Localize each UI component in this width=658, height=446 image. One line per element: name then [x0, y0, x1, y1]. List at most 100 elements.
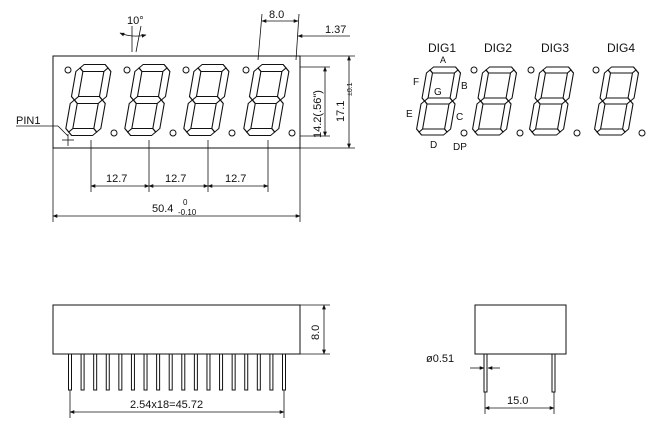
side-pin-group	[68, 353, 286, 391]
segment-a	[138, 63, 168, 73]
decimal-point	[110, 129, 118, 137]
side-pin	[130, 353, 135, 391]
segment-g	[132, 95, 163, 105]
segment-f	[248, 67, 262, 101]
front-view: PIN1 10° 8.0 1.37 14.2(.56") 17.1 ±0.1	[16, 9, 355, 222]
side-view: 8.0 2.54x18=45.72	[52, 304, 330, 418]
segment-c	[93, 99, 106, 133]
legend-decimal-point	[516, 129, 524, 137]
end-pin-left	[483, 353, 488, 393]
segment-a	[257, 63, 287, 73]
segment-a	[429, 66, 459, 74]
digit-legend-4	[594, 66, 640, 136]
segment-b	[157, 67, 171, 101]
segment-width-label: 1.37	[325, 24, 346, 36]
segment-e	[124, 99, 137, 133]
display-body-outline	[52, 55, 301, 149]
segment-f	[129, 67, 143, 101]
segment-a	[79, 63, 109, 73]
segment-a	[607, 66, 637, 74]
legend-colon-dot	[527, 66, 535, 74]
digit-3	[183, 63, 230, 137]
segment-b	[276, 67, 290, 101]
segment-e	[243, 99, 256, 133]
digit-1	[65, 63, 112, 137]
segment-d	[596, 128, 626, 136]
segment-e	[65, 99, 78, 133]
legend-digit-group	[416, 66, 646, 137]
segment-c	[211, 99, 224, 133]
colon-dot	[123, 66, 131, 74]
digit-width-label: 8.0	[269, 9, 284, 21]
segment-c	[271, 99, 284, 133]
decimal-point	[169, 129, 177, 137]
legend-colon-dot	[470, 66, 478, 74]
segment-e	[416, 100, 428, 133]
segment-f	[534, 69, 547, 102]
side-pin	[219, 353, 224, 391]
side-pin	[256, 353, 261, 391]
side-pin	[80, 353, 85, 391]
segment-f	[70, 67, 84, 101]
segment-label-a: A	[440, 55, 446, 65]
side-pin	[118, 353, 123, 391]
angle-label: 10°	[127, 15, 144, 27]
segment-f	[599, 69, 612, 102]
segment-e	[472, 100, 484, 133]
side-pin	[244, 353, 249, 391]
segment-c	[622, 100, 634, 133]
segment-g	[601, 97, 632, 105]
colon-dot	[182, 66, 190, 74]
side-pin	[206, 353, 211, 391]
segment-label-d: D	[430, 140, 437, 151]
segment-label-c: C	[456, 112, 463, 123]
pitch-label-1: 12.7	[106, 173, 127, 185]
segment-b	[562, 69, 575, 102]
segment-e	[183, 99, 196, 133]
segment-d	[418, 128, 448, 136]
segment-f	[477, 69, 490, 102]
segment-g	[479, 97, 510, 105]
segment-g	[73, 95, 104, 105]
segment-d	[126, 127, 157, 137]
segment-a	[542, 66, 572, 74]
segment-d	[67, 127, 98, 137]
digit-label-4: DIG4	[607, 41, 635, 55]
segment-d	[474, 128, 504, 136]
segment-e	[594, 100, 606, 133]
overall-width-tol-minus: -0.10	[178, 208, 197, 217]
pitch-label-2: 12.7	[165, 173, 186, 185]
side-pin	[105, 353, 110, 391]
segment-c	[444, 100, 456, 133]
legend-colon-dot	[592, 66, 600, 74]
segment-label-b: B	[461, 81, 468, 92]
segment-c	[557, 100, 569, 133]
end-view: ø0.51 15.0	[426, 304, 567, 414]
side-pin	[143, 353, 148, 391]
segment-b	[216, 67, 230, 101]
segment-d	[531, 128, 561, 136]
side-pin	[269, 353, 274, 391]
decimal-point	[228, 129, 236, 137]
segment-b	[505, 69, 518, 102]
segment-label-f: F	[413, 77, 419, 88]
segment-label-g: G	[434, 87, 442, 98]
side-pin	[68, 353, 72, 391]
colon-dot	[242, 66, 250, 74]
digit-height-label: 14.2(.56")	[312, 90, 324, 138]
segment-d	[245, 127, 276, 137]
segment-g	[251, 95, 282, 105]
side-pin	[282, 353, 286, 391]
overall-width-tol-plus: 0	[183, 198, 188, 207]
segment-c	[500, 100, 512, 133]
segment-g	[536, 97, 567, 105]
side-pin	[156, 353, 161, 391]
segment-f	[188, 67, 202, 101]
side-pin	[181, 353, 186, 391]
digit-label-3: DIG3	[541, 41, 569, 55]
decimal-point	[288, 129, 296, 137]
segment-label-dp: DP	[453, 142, 467, 153]
segment-g	[423, 97, 454, 105]
body-height-tolerance: ±0.1	[347, 82, 354, 96]
side-pin	[193, 353, 198, 391]
